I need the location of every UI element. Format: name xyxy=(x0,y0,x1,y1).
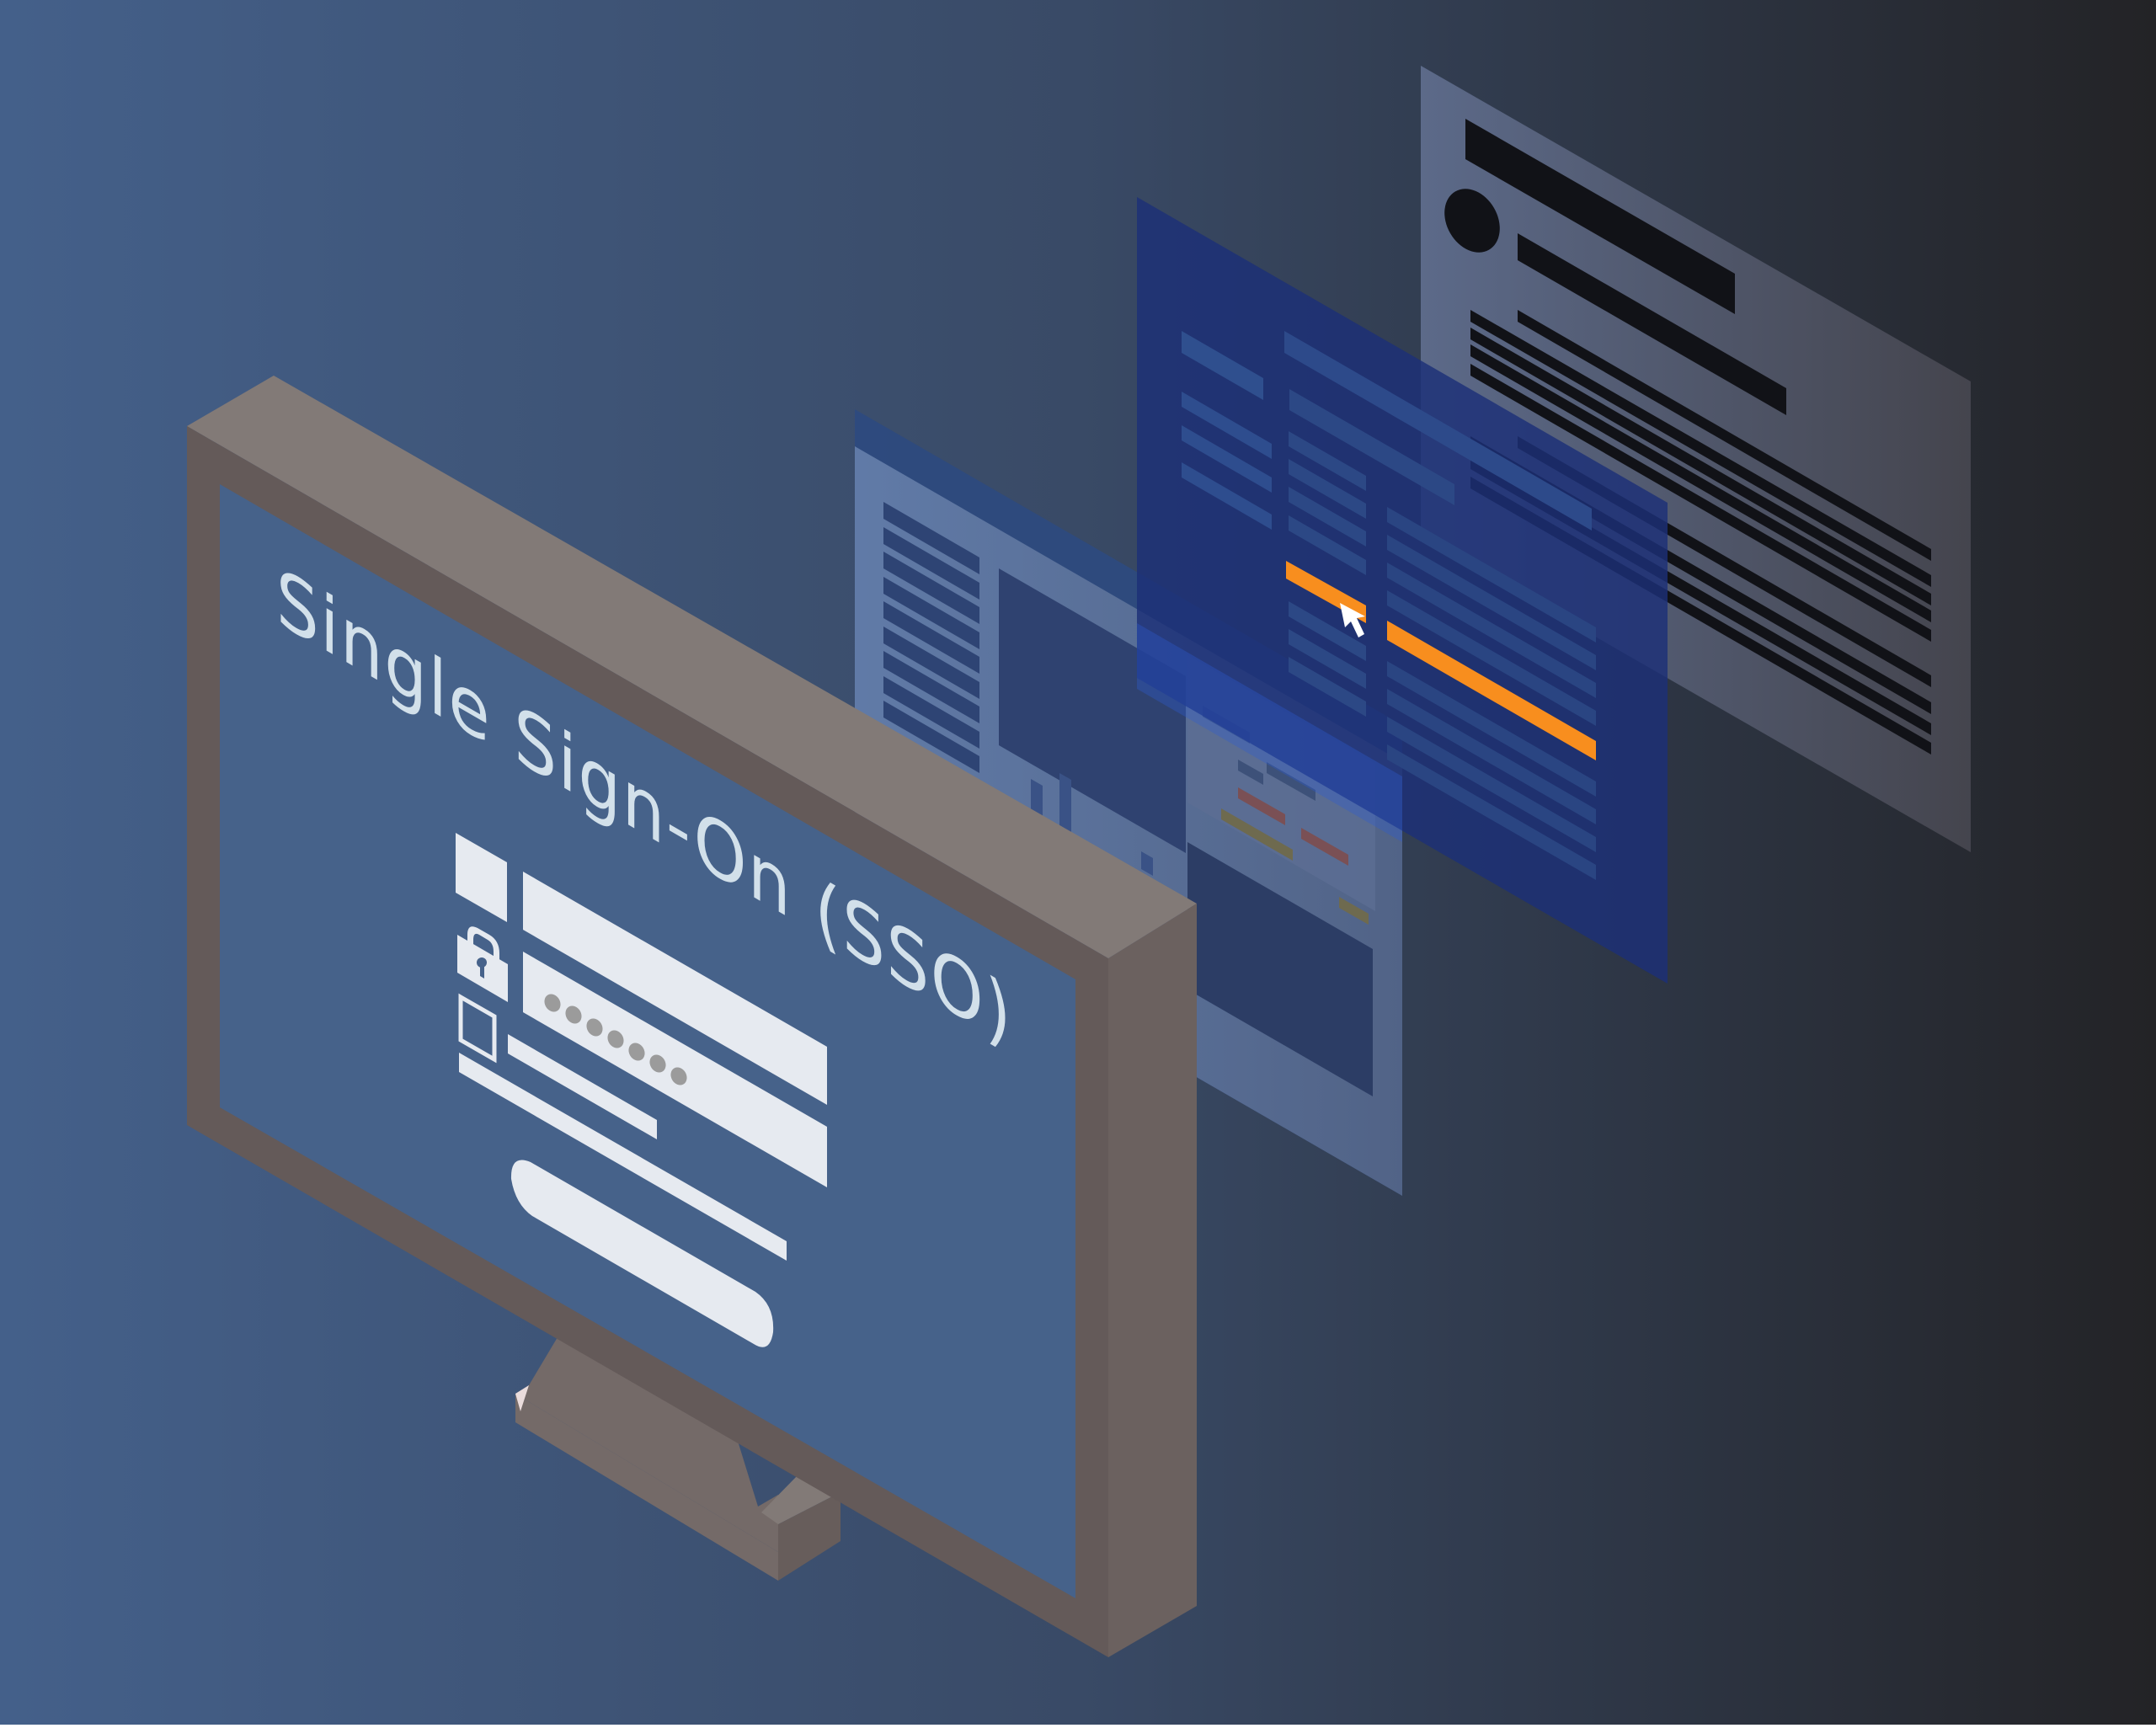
avatar-icon xyxy=(1444,189,1500,253)
password-dots xyxy=(544,994,687,1085)
user-icon xyxy=(456,833,507,922)
login-button[interactable] xyxy=(510,1160,774,1347)
monitor-top xyxy=(187,376,1197,958)
pointer-icon xyxy=(1340,603,1365,637)
chart-icon xyxy=(1031,773,1153,876)
dashboard-window xyxy=(855,409,1402,1196)
profile-window xyxy=(1421,66,1971,852)
selected-row-highlight-wide[interactable] xyxy=(1387,621,1596,760)
monitor: Single Sign-On (SSO) xyxy=(187,376,1197,1657)
monitor-side xyxy=(1108,904,1197,1657)
lock-icon xyxy=(457,926,508,1002)
forgot-link[interactable] xyxy=(459,1053,787,1261)
remember-label xyxy=(508,1034,657,1139)
remember-checkbox[interactable] xyxy=(458,993,497,1064)
login-form xyxy=(456,833,827,1347)
username-field[interactable] xyxy=(523,872,827,1105)
list-window xyxy=(1137,197,1668,984)
